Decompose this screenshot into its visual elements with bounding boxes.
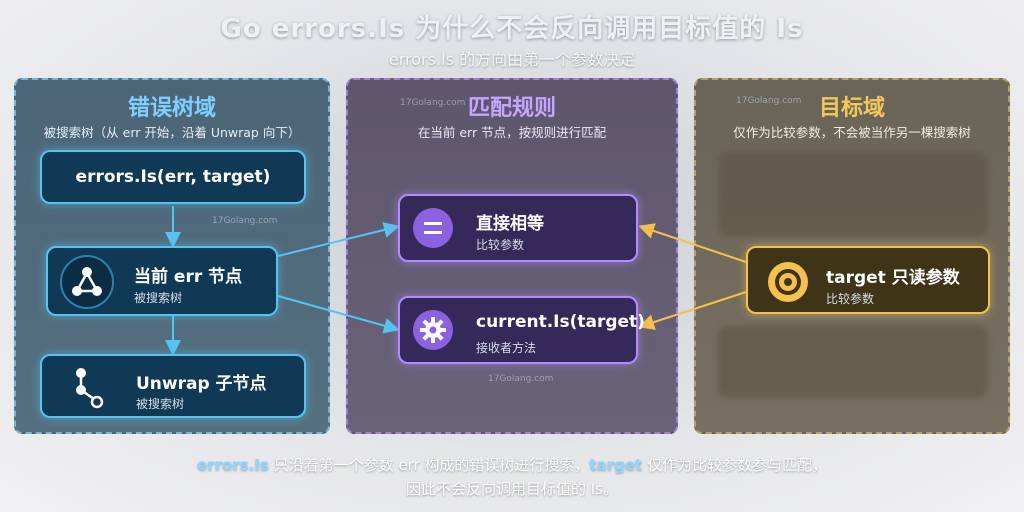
tree-nodes-icon [60, 255, 114, 309]
flow-arrow [277, 222, 400, 257]
footer-text-b: 仅作为比较参数参与匹配， [642, 456, 827, 474]
blurred-region [718, 326, 988, 398]
page-subtitle: errors.Is 的方向由第一个参数决定 [388, 50, 636, 69]
target-readonly-node: target 只读参数 比较参数 [746, 246, 990, 314]
direct-equal-node: 直接相等 比较参数 [398, 194, 638, 262]
current-is-method-node: current.Is(target) 接收者方法 [398, 296, 645, 364]
watermark: 17Golang.com [736, 96, 802, 106]
unwrap-child-sub: 被搜索树 [136, 397, 185, 411]
blurred-region [718, 152, 988, 236]
watermark: 17Golang.com [212, 216, 278, 226]
current-err-node: 当前 err 节点 被搜索树 [46, 246, 278, 316]
unwrap-child-node: Unwrap 子节点 被搜索树 [40, 354, 306, 418]
match-rules-subtitle: 在当前 err 节点，按规则进行匹配 [417, 125, 607, 140]
current-is-method-sub: 接收者方法 [476, 341, 537, 355]
footer-errors-is: errors.Is [197, 456, 269, 474]
footer-target: target [589, 456, 643, 474]
flow-arrow [638, 291, 747, 330]
footer-text-a: 只沿着第一个参数 err 构成的错误树进行搜索， [268, 456, 590, 474]
errors-is-call-node: errors.Is(err, target) [40, 150, 306, 204]
footer-line-1: errors.Is 只沿着第一个参数 err 构成的错误树进行搜索，target… [0, 454, 1024, 475]
current-err-sub: 被搜索树 [134, 291, 183, 305]
current-err-label: 当前 err 节点 [134, 267, 243, 287]
watermark: 17Golang.com [488, 374, 554, 384]
target-domain-subtitle: 仅作为比较参数，不会被当作另一棵搜索树 [733, 125, 971, 140]
footer-line-2: 因此不会反向调用目标值的 Is。 [405, 480, 618, 498]
target-icon [768, 262, 808, 302]
gear-icon [413, 310, 453, 350]
error-tree-title: 错误树域 [127, 96, 216, 121]
match-rules-title: 匹配规则 [467, 96, 556, 121]
errors-is-call-label: errors.Is(err, target) [75, 167, 271, 187]
branch-icon [76, 368, 104, 409]
error-tree-subtitle: 被搜索树（从 err 开始，沿着 Unwrap 向下） [43, 125, 301, 140]
target-domain-title: 目标域 [818, 96, 885, 121]
equals-icon [413, 208, 453, 248]
page-title: Go errors.Is 为什么不会反向调用目标值的 Is [220, 14, 804, 44]
flow-arrow [638, 223, 747, 263]
target-readonly-sub: 比较参数 [826, 292, 875, 306]
direct-equal-sub: 比较参数 [476, 238, 525, 252]
flow-arrow [277, 295, 400, 334]
direct-equal-label: 直接相等 [476, 214, 544, 234]
watermark: 17Golang.com [400, 98, 466, 108]
unwrap-child-label: Unwrap 子节点 [136, 374, 267, 394]
target-readonly-label: target 只读参数 [826, 268, 960, 288]
current-is-method-label: current.Is(target) [476, 312, 645, 332]
